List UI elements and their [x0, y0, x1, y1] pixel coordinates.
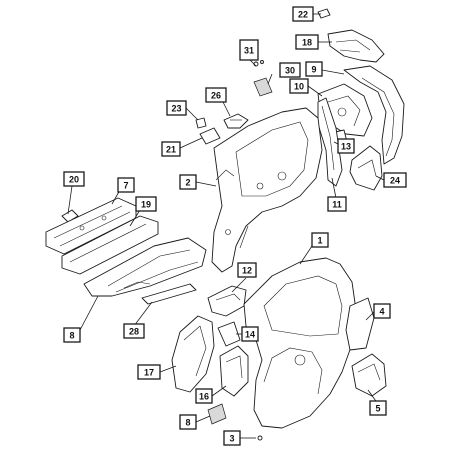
part-23-clip	[195, 117, 207, 129]
callout-1: 1	[311, 232, 329, 248]
callout-14: 14	[241, 326, 259, 342]
callout-26-label: 26	[211, 91, 221, 101]
part-31-30-fasteners	[253, 60, 273, 97]
part-24-liner	[349, 145, 383, 191]
part-9-reinforcement	[343, 65, 405, 165]
callout-18: 18	[295, 34, 319, 50]
callout-22: 22	[292, 6, 314, 22]
callout-24-label: 24	[390, 176, 400, 186]
callout-4-label: 4	[379, 307, 384, 317]
callout-10-label: 10	[294, 82, 304, 92]
callout-14-label: 14	[245, 330, 255, 340]
callout-22-label: 22	[298, 10, 308, 20]
callout-20-label: 20	[69, 175, 79, 185]
callout-31-label: 31	[244, 46, 254, 56]
part-5-pocket	[351, 353, 387, 397]
callout-16-label: 16	[199, 392, 209, 402]
part-17-wheelhouse	[171, 315, 215, 393]
callout-13-label: 13	[341, 142, 351, 152]
callout-8-floor: 8	[63, 327, 81, 343]
callout-3: 3	[223, 430, 241, 446]
callout-5-label: 5	[375, 404, 380, 414]
callout-9: 9	[305, 61, 323, 77]
callout-26: 26	[205, 87, 227, 103]
callout-30-label: 30	[285, 66, 295, 76]
callout-5: 5	[369, 400, 387, 416]
callout-23-label: 23	[171, 104, 181, 114]
callout-19: 19	[135, 196, 157, 212]
callout-12: 12	[237, 262, 257, 278]
callout-18-label: 18	[302, 38, 312, 48]
callout-10: 10	[289, 78, 309, 94]
callout-8-floor-label: 8	[69, 331, 74, 341]
callout-28-label: 28	[129, 327, 139, 337]
part-18-bracket	[327, 29, 385, 63]
part-28-strip	[141, 283, 197, 305]
part-22-clip	[317, 8, 331, 19]
callout-12-label: 12	[242, 266, 252, 276]
callout-28: 28	[123, 323, 145, 339]
part-2-inner-quarter-panel	[211, 107, 323, 273]
part-26-bracket	[223, 113, 249, 129]
part-8-floor-pan	[83, 237, 207, 297]
callout-8-bracket: 8	[179, 414, 197, 430]
callout-23: 23	[166, 100, 187, 116]
callout-21-label: 21	[166, 145, 176, 155]
callout-1-label: 1	[317, 236, 322, 246]
part-1-outer-quarter-panel	[243, 257, 357, 429]
callout-2: 2	[179, 174, 197, 190]
callout-11-label: 11	[332, 200, 342, 210]
part-19-crossmember	[61, 215, 159, 275]
part-11-pillar	[317, 97, 343, 187]
callout-20: 20	[63, 171, 85, 187]
callout-13: 13	[337, 138, 355, 154]
callout-17: 17	[137, 364, 161, 380]
part-8-small-bracket	[207, 403, 227, 425]
callout-21: 21	[161, 141, 181, 157]
part-16-bracket	[219, 345, 249, 397]
part-3-fastener	[257, 435, 263, 441]
callout-2-label: 2	[185, 178, 190, 188]
callout-11: 11	[327, 196, 347, 212]
part-21-bracket	[199, 127, 221, 145]
callout-7-label: 7	[123, 181, 128, 191]
callout-8-bracket-label: 8	[185, 418, 190, 428]
callout-17-label: 17	[144, 368, 154, 378]
part-12-bracket	[207, 285, 247, 317]
callout-4: 4	[373, 303, 391, 319]
callout-16: 16	[195, 388, 213, 404]
callout-24: 24	[383, 172, 407, 188]
part-4-bracket	[345, 297, 375, 351]
part-14-bracket	[217, 321, 241, 347]
leader-lines	[67, 13, 385, 439]
callout-30: 30	[279, 62, 301, 78]
callout-19-label: 19	[141, 200, 151, 210]
callout-7: 7	[117, 177, 135, 193]
callout-9-label: 9	[311, 65, 316, 75]
callout-3-label: 3	[229, 434, 234, 444]
callout-31: 31	[239, 39, 259, 61]
